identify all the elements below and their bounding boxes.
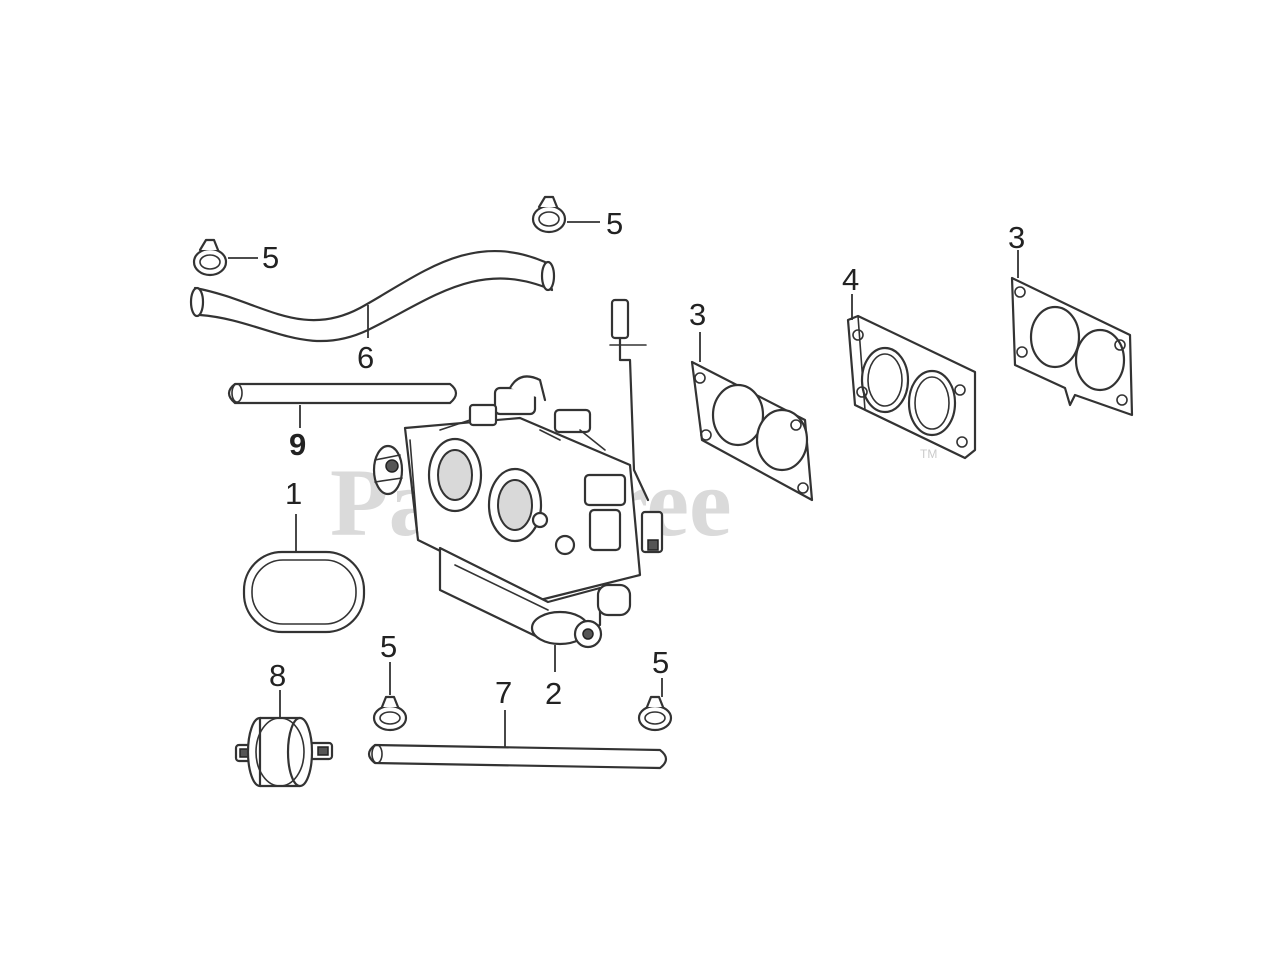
vent-hose-part-9[interactable]: 9 (227, 382, 458, 462)
callout-5d: 5 (652, 645, 669, 680)
gasket-part-3-center[interactable]: 3 (689, 297, 814, 502)
carburetor-part-2[interactable]: 2 (372, 375, 664, 711)
gasket-part-3-right[interactable]: 3 (1008, 220, 1134, 417)
callout-3a: 3 (689, 297, 706, 332)
callout-3b: 3 (1008, 220, 1025, 255)
callout-2: 2 (545, 676, 562, 711)
hose-clamp-part-5-bottom-left[interactable]: 5 (372, 629, 408, 732)
fuel-hose-part-6[interactable]: 6 (189, 250, 556, 375)
insulator-part-4[interactable]: 4 (842, 262, 977, 460)
callout-7: 7 (495, 675, 512, 710)
callout-5c: 5 (380, 629, 397, 664)
hose-clamp-part-5-top-left[interactable]: 5 (192, 238, 279, 277)
callout-4: 4 (842, 262, 859, 297)
watermark-trademark: TM (920, 447, 937, 461)
fuel-hose-part-7[interactable]: 7 (367, 675, 668, 770)
callout-6: 6 (357, 340, 374, 375)
callout-5b: 5 (606, 206, 623, 241)
bowl-gasket-part-1[interactable]: 1 (242, 476, 366, 634)
callout-8: 8 (269, 658, 286, 693)
callout-1: 1 (285, 476, 302, 511)
hose-clamp-part-5-bottom-right[interactable]: 5 (637, 645, 673, 732)
choke-rod[interactable] (609, 298, 650, 502)
hose-clamp-part-5-top-center[interactable]: 5 (531, 195, 623, 241)
callout-9: 9 (289, 427, 306, 462)
callout-5a: 5 (262, 240, 279, 275)
fuel-filter-part-8[interactable]: 8 (234, 658, 334, 788)
